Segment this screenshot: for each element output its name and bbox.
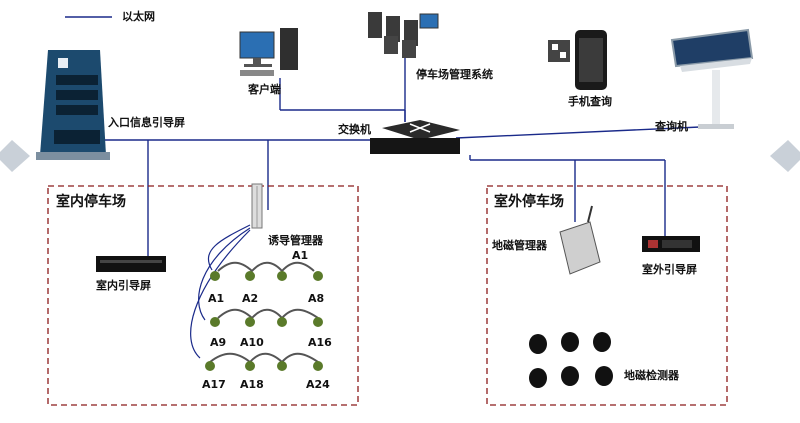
- geomagnetic-detectors-icon: [529, 332, 613, 388]
- indoor-screen-label: 室内引导屏: [96, 279, 151, 292]
- sensor-label: A9: [210, 336, 227, 349]
- sensor-cables: [190, 224, 251, 359]
- switch-icon: [370, 120, 460, 154]
- controller-id-label: A1: [292, 249, 309, 262]
- query-kiosk-icon: [670, 28, 754, 129]
- sensor-label: A24: [306, 378, 330, 391]
- sensor-row-3: [205, 352, 323, 371]
- sensor-label: A1: [208, 292, 225, 305]
- controller-label: 诱导管理器: [268, 234, 323, 247]
- sensor-label: A16: [308, 336, 332, 349]
- sensor-label: A10: [240, 336, 264, 349]
- sensor-label: A2: [242, 292, 259, 305]
- query-terminal-label: 查询机: [655, 120, 688, 133]
- left-arrow-icon: [0, 140, 30, 172]
- mobile-query-label: 手机查询: [568, 95, 612, 108]
- sensor-label: A18: [240, 378, 264, 391]
- switch-label: 交换机: [338, 123, 371, 136]
- client-pc-icon: [239, 28, 298, 76]
- entrance-screen-label: 入口信息引导屏: [108, 116, 185, 129]
- detector-label: 地磁检测器: [624, 369, 679, 382]
- client-label: 客户端: [248, 83, 281, 96]
- server-cluster-icon: [368, 12, 439, 58]
- sensor-row-2: [210, 308, 323, 327]
- right-arrow-icon: [770, 140, 800, 172]
- sensor-row-1: [210, 261, 323, 281]
- outdoor-zone-border: [486, 185, 728, 406]
- network-lines: [100, 58, 701, 258]
- outdoor-zone-title: 室外停车场: [494, 194, 564, 210]
- sensor-label: A8: [308, 292, 325, 305]
- geomagnetic-manager-icon: [559, 205, 601, 275]
- geo-manager-label: 地磁管理器: [492, 239, 547, 252]
- parking-system-label: 停车场管理系统: [416, 68, 493, 81]
- indoor-screen-icon: [96, 256, 166, 272]
- entrance-screen-icon: [36, 50, 110, 160]
- outdoor-screen-label: 室外引导屏: [642, 263, 697, 276]
- indoor-zone-border: [47, 185, 359, 406]
- outdoor-screen-icon: [642, 236, 700, 252]
- guidance-controller-icon: [251, 183, 263, 229]
- sensor-label: A17: [202, 378, 226, 391]
- legend-label: 以太网: [122, 10, 155, 23]
- phone-icon: [548, 30, 607, 90]
- indoor-zone-title: 室内停车场: [56, 194, 126, 210]
